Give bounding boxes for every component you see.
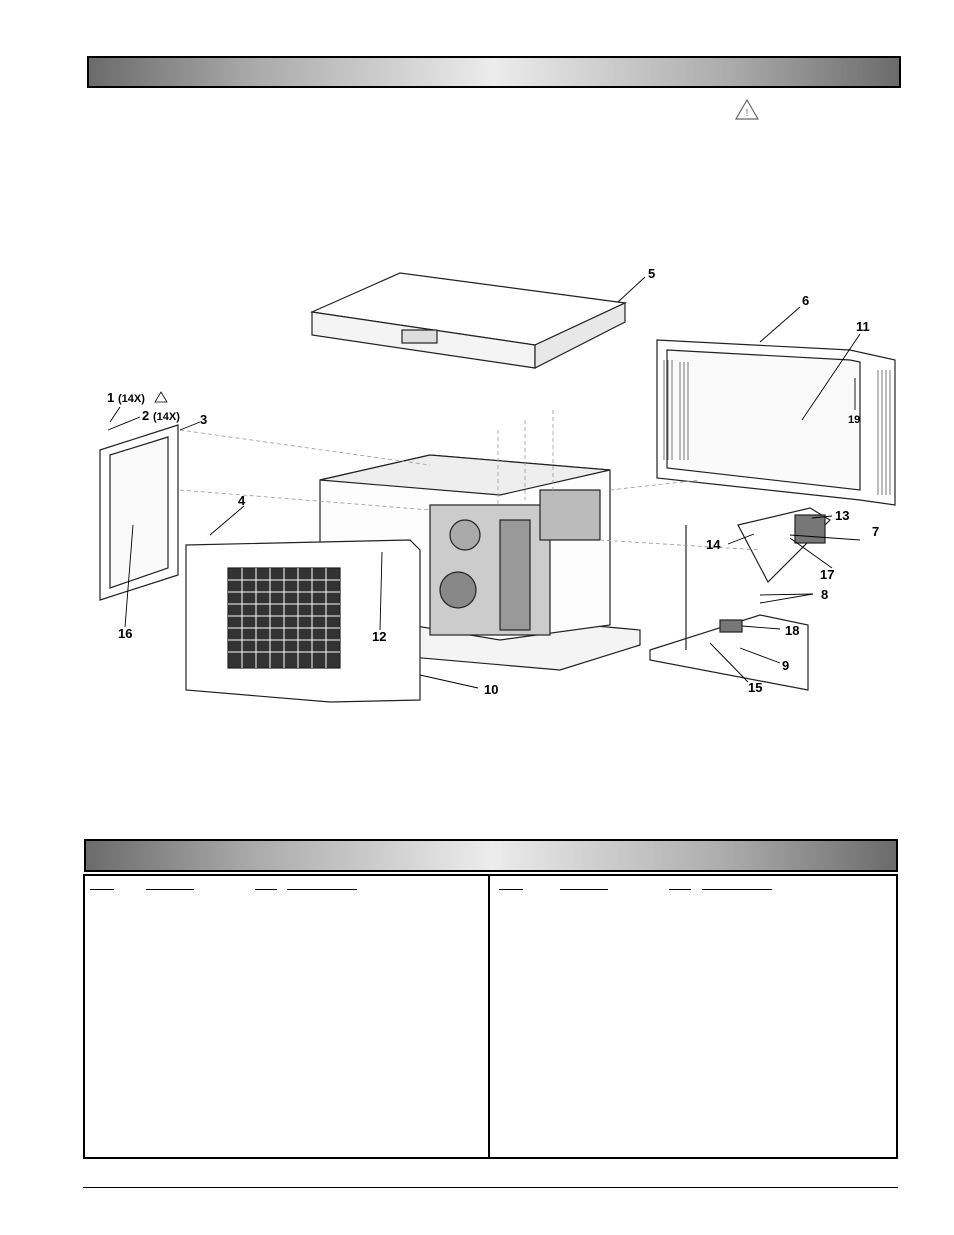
callout-16: 16 — [118, 626, 132, 641]
callout-2-qty: (14X) — [153, 411, 180, 423]
parts-list-header-bar — [84, 839, 898, 872]
parts-list-table — [83, 874, 898, 1159]
callout-12: 12 — [372, 629, 386, 644]
section-header-bar — [87, 56, 901, 88]
callout-1-qty: (14X) — [118, 393, 145, 405]
svg-text:!: ! — [746, 108, 749, 119]
exploded-enclosure-diagram: 1 (14X) 2 (14X) 3 4 5 6 7 8 9 10 11 12 1… — [99, 266, 896, 703]
callout-5: 5 — [648, 266, 655, 281]
col-header-item-right — [499, 889, 523, 890]
callout-11: 11 — [856, 319, 870, 334]
col-header-item-left — [90, 889, 114, 890]
warning-triangle-icon: ! — [735, 99, 759, 120]
callout-8: 8 — [821, 587, 828, 602]
callout-9: 9 — [782, 658, 789, 673]
callout-14: 14 — [706, 537, 721, 552]
parts-list-divider — [488, 874, 490, 1159]
col-header-part-right — [560, 889, 608, 890]
callout-13: 13 — [835, 508, 849, 523]
callout-18: 18 — [785, 623, 799, 638]
callout-1: 1 — [107, 390, 114, 405]
callout-17: 17 — [820, 567, 834, 582]
col-header-part-left — [146, 889, 194, 890]
callout-19: 19 — [848, 414, 860, 426]
callout-2: 2 — [142, 408, 149, 423]
callout-3: 3 — [200, 412, 207, 427]
callout-10: 10 — [484, 682, 498, 697]
col-header-desc-left — [287, 889, 357, 890]
callout-15: 15 — [748, 680, 762, 695]
col-header-qty-right — [669, 889, 691, 890]
col-header-desc-right — [702, 889, 772, 890]
callout-6: 6 — [802, 293, 809, 308]
callout-4: 4 — [238, 493, 246, 508]
footer-rule — [83, 1187, 898, 1188]
callout-7: 7 — [872, 524, 879, 539]
col-header-qty-left — [255, 889, 277, 890]
